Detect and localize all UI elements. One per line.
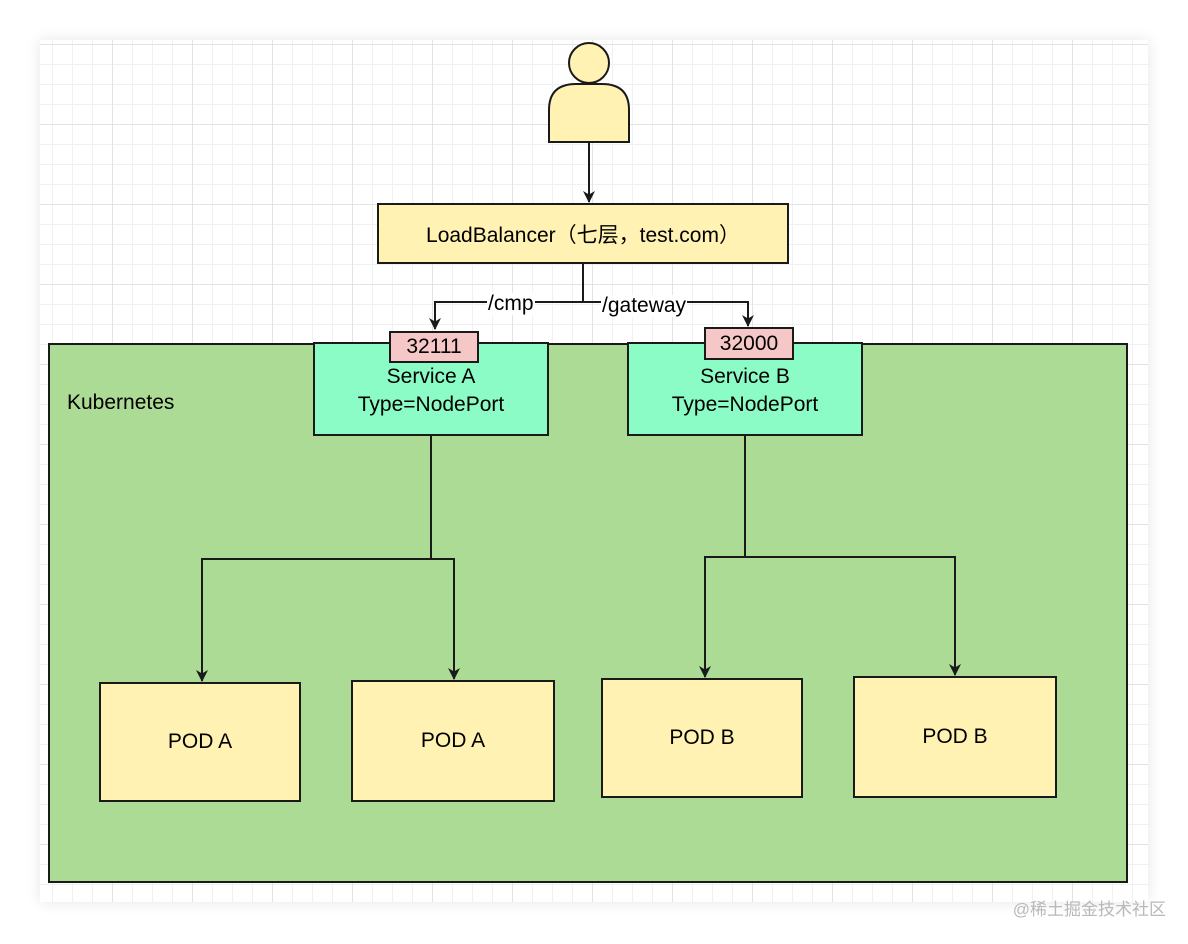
pod-a-1: POD A	[99, 682, 301, 802]
route-label-cmp: /cmp	[487, 292, 535, 315]
arrow-service-a-to-pod2	[431, 558, 460, 680]
pod-label: POD A	[167, 730, 233, 753]
service-a-type: Type=NodePort	[357, 393, 505, 416]
watermark: @稀土掘金技术社区	[1012, 900, 1166, 919]
service-a-name: Service A	[386, 365, 476, 388]
service-a-port-badge: 32111	[389, 331, 479, 363]
pod-a-2: POD A	[351, 680, 555, 802]
load-balancer-label: LoadBalancer（七层，test.com）	[426, 223, 740, 247]
pod-label: POD B	[922, 725, 988, 748]
service-b-box: Service B Type=NodePort	[627, 342, 863, 436]
pod-label: POD B	[669, 726, 735, 749]
pod-b-1: POD B	[601, 678, 803, 798]
user-icon	[548, 42, 630, 143]
service-b-port-badge: 32000	[704, 327, 794, 360]
load-balancer-box: LoadBalancer（七层，test.com）	[377, 203, 789, 264]
service-b-type: Type=NodePort	[671, 393, 819, 416]
pod-b-2: POD B	[853, 676, 1057, 798]
arrow-service-a-to-pod1	[196, 436, 432, 682]
pod-label: POD A	[420, 729, 486, 752]
service-b-name: Service B	[700, 365, 790, 388]
arrow-service-b-to-pod4	[745, 556, 961, 676]
arrow-service-b-to-pod3	[699, 436, 746, 678]
cluster-label: Kubernetes	[67, 391, 175, 414]
service-a-box: Service A Type=NodePort	[313, 342, 549, 436]
route-label-gateway: /gateway	[601, 294, 688, 317]
